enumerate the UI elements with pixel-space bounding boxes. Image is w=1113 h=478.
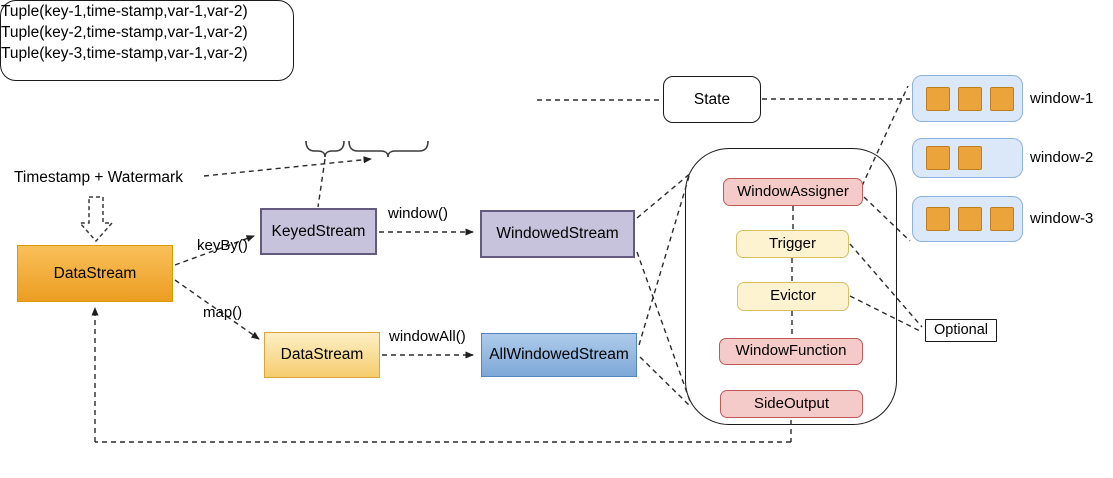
window-3-label: window-3: [1030, 210, 1094, 227]
tuple-line-3: Tuple(key-3,time-stamp,var-1,var-2): [1, 45, 248, 62]
window-item-square: [990, 86, 1014, 111]
window-3-box: [912, 196, 1023, 242]
map-edge-label: map(): [203, 304, 243, 321]
window-item-square: [990, 207, 1014, 231]
window-item-square: [958, 207, 982, 231]
windowedstream-node: WindowedStream: [480, 210, 635, 258]
connector-allwindowedstream-to-container-top: [638, 172, 691, 346]
window-item-square: [926, 207, 950, 231]
tuple-line-2: Tuple(key-2,time-stamp,var-1,var-2): [1, 24, 248, 41]
window-2-label: window-2: [1030, 149, 1094, 166]
timestamp-watermark-label: Timestamp + Watermark: [14, 169, 183, 186]
keyby-edge-label: keyBy(): [197, 237, 248, 254]
optional-box: Optional: [925, 319, 997, 342]
window-item-square: [926, 146, 950, 170]
connector-watermark-to-tuples: [203, 156, 372, 177]
window-2-box: [912, 138, 1023, 178]
brace-right: [348, 140, 429, 158]
tuple-line-1: Tuple(key-1,time-stamp,var-1,var-2): [1, 3, 248, 20]
windowassigner-node: WindowAssigner: [723, 178, 863, 206]
datastream-source-node: DataStream: [17, 245, 173, 302]
window-item-square: [958, 146, 982, 170]
tuple-box: Tuple(key-1,time-stamp,var-1,var-2) Tupl…: [0, 0, 294, 81]
brace-left: [305, 140, 345, 158]
evictor-node: Evictor: [737, 282, 849, 311]
keyedstream-node: KeyedStream: [260, 208, 377, 255]
sideoutput-node: SideOutput: [720, 390, 863, 418]
connector-brace-to-keyedstream: [317, 158, 326, 208]
window-item-square: [958, 86, 982, 111]
allwindowedstream-node: AllWindowedStream: [481, 333, 637, 377]
connector-windowedstream-to-container-top: [636, 171, 693, 219]
windowall-edge-label: windowAll(): [389, 328, 466, 345]
connector-allwindowedstream-to-container-bottom: [639, 356, 691, 407]
connector-windowedstream-to-container-bottom: [636, 251, 692, 405]
window-edge-label: window(): [388, 205, 449, 222]
window-1-box: [912, 75, 1023, 122]
watermark-down-arrow: [78, 196, 114, 243]
datastream-mapped-node: DataStream: [264, 332, 380, 378]
state-box: State: [663, 76, 761, 123]
windowfunction-node: WindowFunction: [719, 338, 863, 365]
window-item-square: [926, 86, 950, 111]
window-1-label: window-1: [1030, 90, 1094, 107]
trigger-node: Trigger: [736, 230, 849, 258]
